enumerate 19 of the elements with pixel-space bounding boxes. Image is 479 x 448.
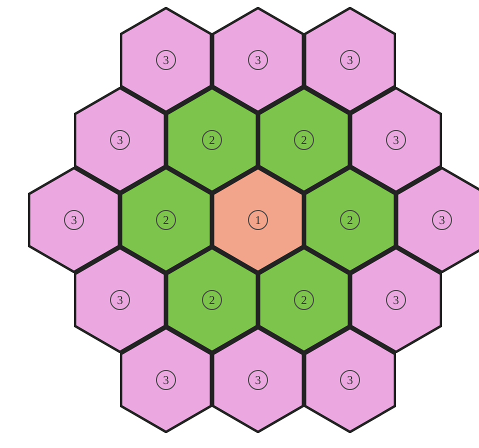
circled-number: 3	[110, 290, 130, 310]
circled-number: 2	[340, 210, 360, 230]
circled-number: 2	[294, 290, 314, 310]
circled-number: 3	[386, 290, 406, 310]
circled-number: 3	[432, 210, 452, 230]
circled-number: 2	[202, 130, 222, 150]
circled-number: 3	[64, 210, 84, 230]
circled-number: 2	[156, 210, 176, 230]
circled-number: 3	[156, 370, 176, 390]
circled-number: 1	[248, 210, 268, 230]
circled-number: 3	[248, 370, 268, 390]
circled-number: 3	[386, 130, 406, 150]
circled-number: 3	[248, 50, 268, 70]
circled-number: 3	[156, 50, 176, 70]
circled-number: 3	[340, 50, 360, 70]
circled-number: 3	[340, 370, 360, 390]
circled-number: 2	[202, 290, 222, 310]
circled-number: 2	[294, 130, 314, 150]
circled-number: 3	[110, 130, 130, 150]
